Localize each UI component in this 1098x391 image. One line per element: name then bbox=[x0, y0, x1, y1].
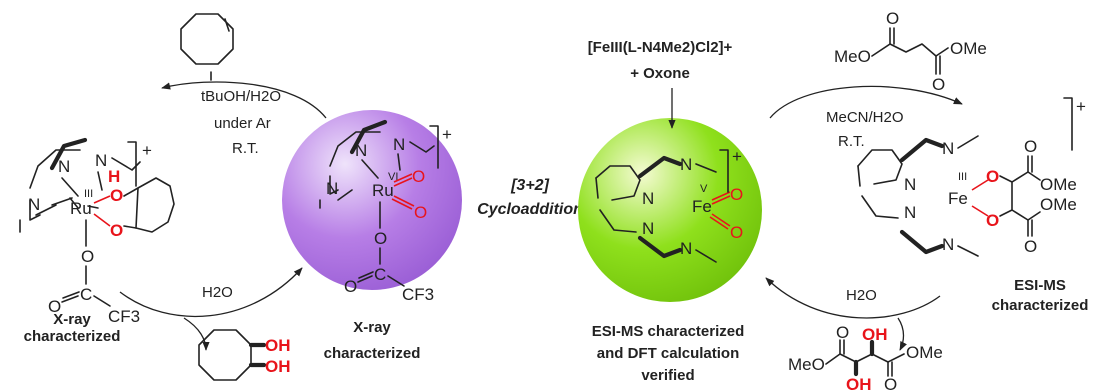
fumarate-o-bottom: O bbox=[932, 75, 945, 94]
fe5-n-atom-1: N bbox=[680, 155, 692, 174]
fe5-ox-state: V bbox=[700, 183, 708, 195]
rt-label-left: R.T. bbox=[232, 140, 259, 157]
ru3-metal: Ru bbox=[70, 199, 92, 218]
ru6-n-atom-1: N bbox=[355, 141, 367, 160]
diol-oh-bottom: OH bbox=[265, 357, 291, 376]
fe3-oxygen-2: O bbox=[986, 211, 999, 230]
fe5-caption-line2: and DFT calculation bbox=[597, 345, 740, 362]
tartrate-ome: OMe bbox=[906, 343, 943, 362]
fe3-n-atom-3: N bbox=[904, 203, 916, 222]
fe5-n-atom-3: N bbox=[642, 219, 654, 238]
ru6-oxo-2: O bbox=[414, 203, 427, 222]
fe3-ome-2: OMe bbox=[1040, 195, 1077, 214]
ru3-n-atom-2: N bbox=[95, 151, 107, 170]
water-label-left: H2O bbox=[202, 284, 233, 301]
tartrate-oh-bottom: OH bbox=[846, 375, 872, 391]
ru6-charge: + bbox=[442, 125, 452, 144]
tartrate-release-arrow bbox=[897, 317, 907, 351]
ru6-ester-c: C bbox=[374, 265, 386, 284]
ru3-cf3: CF3 bbox=[108, 307, 140, 326]
ru3-caption-line1: X-ray bbox=[53, 311, 91, 328]
tbuoh-reagent: tBuOH/H2O bbox=[201, 88, 281, 105]
fe5-oxo-2: O bbox=[730, 223, 743, 242]
ru3-h-label: H bbox=[108, 167, 120, 186]
fe5-caption-line3: verified bbox=[641, 367, 694, 384]
diol-release-arrow bbox=[183, 317, 210, 351]
fumarate-meo: MeO bbox=[834, 47, 871, 66]
fe5-caption-line1: ESI-MS characterized bbox=[592, 323, 745, 340]
ru6-metal: Ru bbox=[372, 181, 394, 200]
fe3-n-atom-4: N bbox=[942, 235, 954, 254]
right-catalytic-cycle: MeO O O OMe MeCN/H2O R.T. N N N N III bbox=[765, 9, 1089, 391]
top-left-arrow bbox=[161, 81, 327, 119]
fe3-metal: Fe bbox=[948, 189, 968, 208]
fe-iii-tartrate-complex: N N N N III Fe O O O O OMe OMe + ESI-M bbox=[857, 97, 1089, 314]
tartrate-o-2: O bbox=[884, 375, 897, 391]
ru6-n-atom-2: N bbox=[393, 135, 405, 154]
fumarate-ome: OMe bbox=[950, 39, 987, 58]
dimethyl-tartrate-structure: MeO O O OH OH OMe bbox=[788, 323, 943, 391]
oxone-label: + Oxone bbox=[630, 65, 690, 82]
ru-iii-diolate-complex: N N N H III Ru O O O C O CF3 + X-ray cha… bbox=[19, 137, 175, 345]
ru3-n-atom-1: N bbox=[58, 157, 70, 176]
fe3-n-atom-2: N bbox=[904, 175, 916, 194]
fe3-ome-1: OMe bbox=[1040, 175, 1077, 194]
cyclooctanediol-structure: OH OH bbox=[198, 329, 291, 381]
fe-v-sphere: [FeIII(L-N4Me2)Cl2]+ + Oxone N N N N V F… bbox=[578, 39, 762, 384]
cycloaddition-label-line1: [3+2] bbox=[510, 177, 549, 194]
dimethyl-fumarate-structure: MeO O O OMe bbox=[834, 9, 987, 94]
cycloaddition-label-line2: Cycloaddition bbox=[477, 201, 583, 218]
purple-sphere bbox=[282, 110, 462, 290]
tartrate-oh-top: OH bbox=[862, 325, 888, 344]
ru6-caption-line2: characterized bbox=[324, 345, 421, 362]
ru3-ox-state: III bbox=[84, 188, 93, 200]
fe-precursor-label: [FeIII(L-N4Me2)Cl2]+ bbox=[588, 39, 733, 56]
cyclooctene-structure bbox=[180, 13, 234, 65]
fe5-charge: + bbox=[732, 147, 742, 166]
ru3-charge: + bbox=[142, 141, 152, 160]
under-ar-label: under Ar bbox=[214, 115, 271, 132]
rt-label-right: R.T. bbox=[838, 133, 865, 150]
fe5-n-atom-4: N bbox=[680, 239, 692, 258]
fe3-carbonyl-o-2: O bbox=[1024, 237, 1037, 256]
ru3-ester-o: O bbox=[48, 297, 61, 316]
ru3-n-atom-3: N bbox=[28, 195, 40, 214]
ru6-ox-state: VI bbox=[388, 171, 398, 183]
fe5-metal: Fe bbox=[692, 197, 712, 216]
ru3-oxygen-1: O bbox=[110, 186, 123, 205]
fe3-charge: + bbox=[1076, 97, 1086, 116]
fe5-n-atom-2: N bbox=[642, 189, 654, 208]
water-label-right: H2O bbox=[846, 287, 877, 304]
fe3-n-atom-1: N bbox=[942, 139, 954, 158]
bottom-right-arrow bbox=[765, 277, 941, 319]
fe3-carbonyl-o-1: O bbox=[1024, 137, 1037, 156]
fe3-caption-line2: characterized bbox=[992, 297, 1089, 314]
fe3-caption-line1: ESI-MS bbox=[1014, 277, 1066, 294]
fumarate-o-top: O bbox=[886, 9, 899, 28]
ru-vi-sphere: N N N VI Ru O O + O C O CF3 X-ray charac… bbox=[282, 110, 462, 362]
ru6-cf3: CF3 bbox=[402, 285, 434, 304]
green-sphere bbox=[578, 118, 762, 302]
fe5-oxo-1: O bbox=[730, 185, 743, 204]
ru3-lower-o: O bbox=[81, 247, 94, 266]
top-right-arrow bbox=[769, 85, 963, 119]
ru3-ester-c: C bbox=[80, 285, 92, 304]
mecn-reagent: MeCN/H2O bbox=[826, 109, 904, 126]
left-catalytic-cycle: tBuOH/H2O under Ar R.T. N N N H III Ru O… bbox=[19, 13, 327, 381]
ru6-oxo-1: O bbox=[412, 167, 425, 186]
ru6-lower-o: O bbox=[374, 229, 387, 248]
ru3-oxygen-2: O bbox=[110, 221, 123, 240]
tartrate-meo: MeO bbox=[788, 355, 825, 374]
ru6-ester-o: O bbox=[344, 277, 357, 296]
ru6-caption-line1: X-ray bbox=[353, 319, 391, 336]
bottom-left-arrow bbox=[119, 267, 303, 318]
diol-oh-top: OH bbox=[265, 336, 291, 355]
tartrate-o-1: O bbox=[836, 323, 849, 342]
ru3-caption-line2: characterized bbox=[24, 328, 121, 345]
ru6-n-atom-3: N bbox=[326, 179, 338, 198]
fe3-ox-state: III bbox=[958, 171, 967, 183]
fe3-oxygen-1: O bbox=[986, 167, 999, 186]
